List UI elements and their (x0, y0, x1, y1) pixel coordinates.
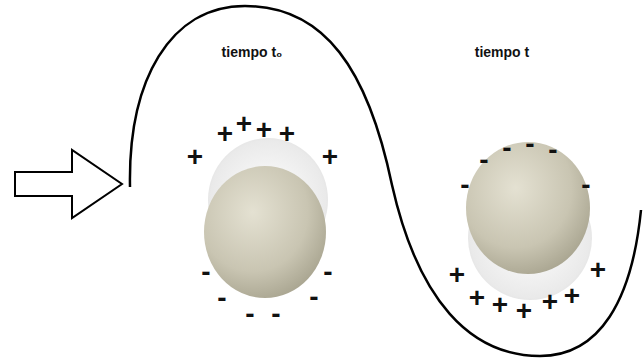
sphere (204, 166, 326, 298)
charge-sign: - (525, 130, 534, 158)
charge-sign: + (469, 284, 485, 312)
charge-sign: + (256, 116, 272, 144)
charge-sign: + (236, 110, 252, 138)
charge-sign: + (590, 256, 606, 284)
charge-sign: - (479, 146, 488, 174)
charge-sign: + (187, 143, 203, 171)
charge-sign: - (309, 283, 318, 311)
charge-sign: + (279, 120, 295, 148)
charge-sign: - (581, 171, 590, 199)
charge-sign: - (217, 284, 226, 312)
wave-line (130, 6, 641, 356)
charge-sign: - (502, 134, 511, 162)
charge-sign: - (245, 300, 254, 328)
charge-sign: - (548, 136, 557, 164)
time-label: tiempo t (475, 45, 529, 59)
charge-sign: + (516, 297, 532, 325)
charge-sign: - (271, 300, 280, 328)
charge-sign: + (564, 282, 580, 310)
charge-sign: - (323, 258, 332, 286)
time-label: tiempo t₀ (222, 45, 283, 59)
direction-arrow (15, 150, 122, 218)
charge-sign: - (201, 258, 210, 286)
charge-sign: + (542, 288, 558, 316)
charge-sign: + (217, 120, 233, 148)
sphere (466, 142, 590, 274)
charge-sign: + (322, 143, 338, 171)
charge-sign: - (460, 171, 469, 199)
charge-sign: + (449, 261, 465, 289)
charge-sign: + (492, 291, 508, 319)
